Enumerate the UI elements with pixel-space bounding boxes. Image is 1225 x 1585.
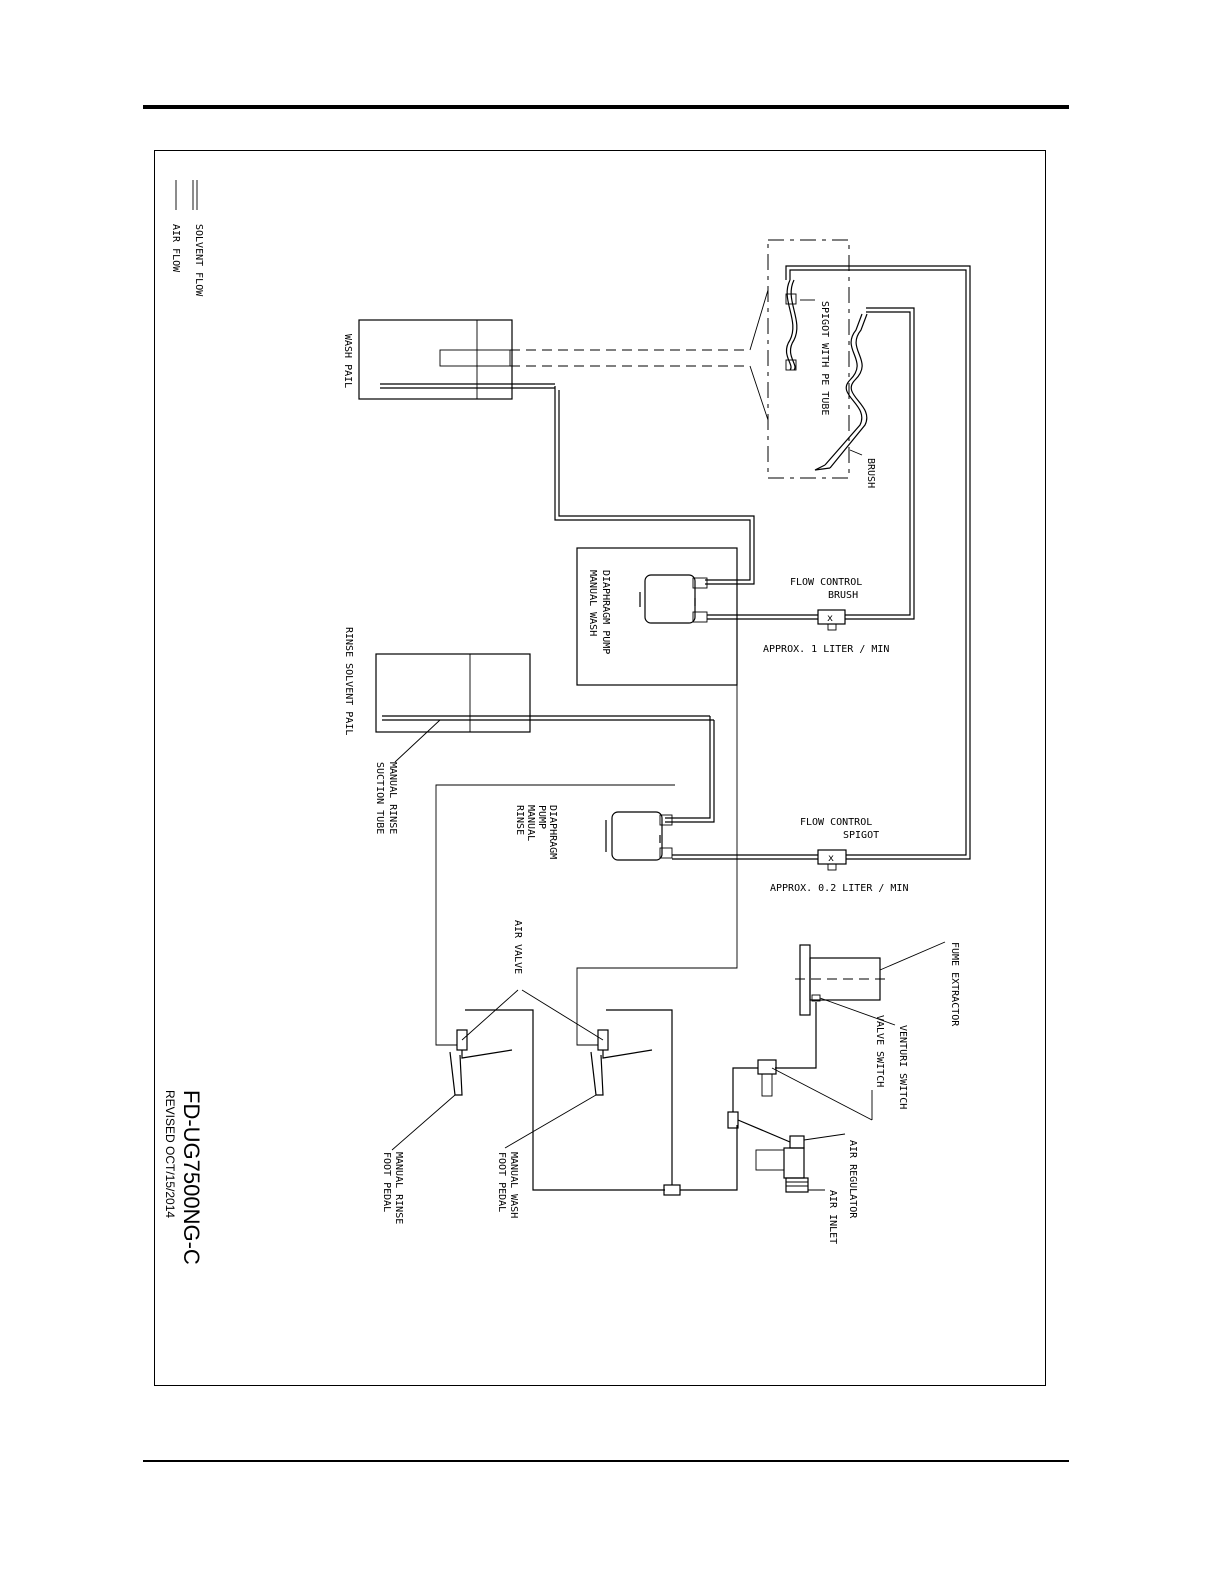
- diaphragm-pump-rinse: DIAPHRAGM PUMP MANUAL RINSE: [514, 805, 673, 861]
- air-regulator: AIR REGULATOR AIR INLET: [737, 1119, 858, 1244]
- fume-extractor: FUME EXTRACTOR VENTURI SWITCH: [795, 941, 960, 1109]
- wash-pump-label-1: DIAPHRAGM PUMP: [600, 570, 611, 654]
- top-rule: [143, 105, 1069, 109]
- revised-date: REVISED OCT/15/2014: [163, 1090, 177, 1218]
- approx-spigot-label: APPROX. 0.2 LITER / MIN: [770, 883, 908, 894]
- diaphragm-pump-wash: DIAPHRAGM PUMP MANUAL WASH: [576, 547, 738, 686]
- rinse-pedal-label-2: FOOT PEDAL: [381, 1152, 392, 1212]
- flow-control-brush: x FLOW CONTROL BRUSH APPROX. 1 LITER / M…: [763, 577, 889, 655]
- air-valves: AIR VALVE: [449, 920, 653, 1096]
- model-title: FD-UG7500NG-C: [179, 1090, 204, 1265]
- air-valve-label: AIR VALVE: [512, 920, 523, 974]
- svg-text:x: x: [828, 853, 834, 864]
- spigot-pe-tube-label: SPIGOT WITH PE TUBE: [819, 301, 830, 415]
- rinse-pump-label-1: DIAPHRAGM: [547, 805, 558, 859]
- wash-pump-label-2: MANUAL WASH: [587, 570, 598, 636]
- legend: SOLVENT FLOW AIR FLOW: [170, 180, 204, 297]
- brush-label: BRUSH: [865, 458, 876, 488]
- valve-switch-label: VALVE SWITCH: [874, 1015, 885, 1087]
- rinse-pump-label-3: MANUAL: [525, 805, 536, 841]
- rinse-pump-label-4: RINSE: [514, 805, 525, 835]
- rinse-pedal-label-1: MANUAL RINSE: [393, 1152, 404, 1224]
- rinse-pump-label-2: PUMP: [536, 805, 547, 829]
- air-inlet-label: AIR INLET: [827, 1190, 838, 1244]
- bottom-rule: [143, 1460, 1069, 1462]
- fume-extractor-label: FUME EXTRACTOR: [949, 942, 960, 1027]
- svg-text:x: x: [827, 613, 833, 624]
- flow-control-spigot-label-2: SPIGOT: [843, 830, 879, 841]
- wash-pedal-label-1: MANUAL WASH: [508, 1152, 519, 1218]
- flow-control-spigot-label-1: FLOW CONTROL: [800, 817, 872, 828]
- flow-control-brush-label-2: BRUSH: [828, 590, 858, 601]
- flow-control-brush-label-1: FLOW CONTROL: [790, 577, 862, 588]
- rinse-solvent-pail-label: RINSE SOLVENT PAIL: [343, 627, 354, 735]
- venturi-switch-label: VENTURI SWITCH: [897, 1025, 908, 1109]
- flow-control-spigot: x FLOW CONTROL SPIGOT APPROX. 0.2 LITER …: [770, 817, 908, 894]
- suction-tube-label-1: MANUAL RINSE: [387, 762, 398, 834]
- air-regulator-label: AIR REGULATOR: [847, 1140, 858, 1219]
- approx-brush-label: APPROX. 1 LITER / MIN: [763, 644, 889, 655]
- legend-solvent-flow: SOLVENT FLOW: [193, 224, 204, 297]
- spigot-enclosure: SPIGOT WITH PE TUBE BRUSH: [749, 239, 876, 488]
- rinse-solvent-pail: RINSE SOLVENT PAIL MANUAL RINSE SUCTION …: [343, 627, 714, 834]
- wash-pail: WASH PAIL: [342, 319, 555, 400]
- suction-tube-label-2: SUCTION TUBE: [374, 762, 385, 834]
- wash-pail-label: WASH PAIL: [342, 334, 353, 388]
- wash-pedal-label-2: FOOT PEDAL: [496, 1152, 507, 1212]
- diagram-frame: [154, 150, 1046, 1386]
- legend-air-flow: AIR FLOW: [170, 224, 181, 273]
